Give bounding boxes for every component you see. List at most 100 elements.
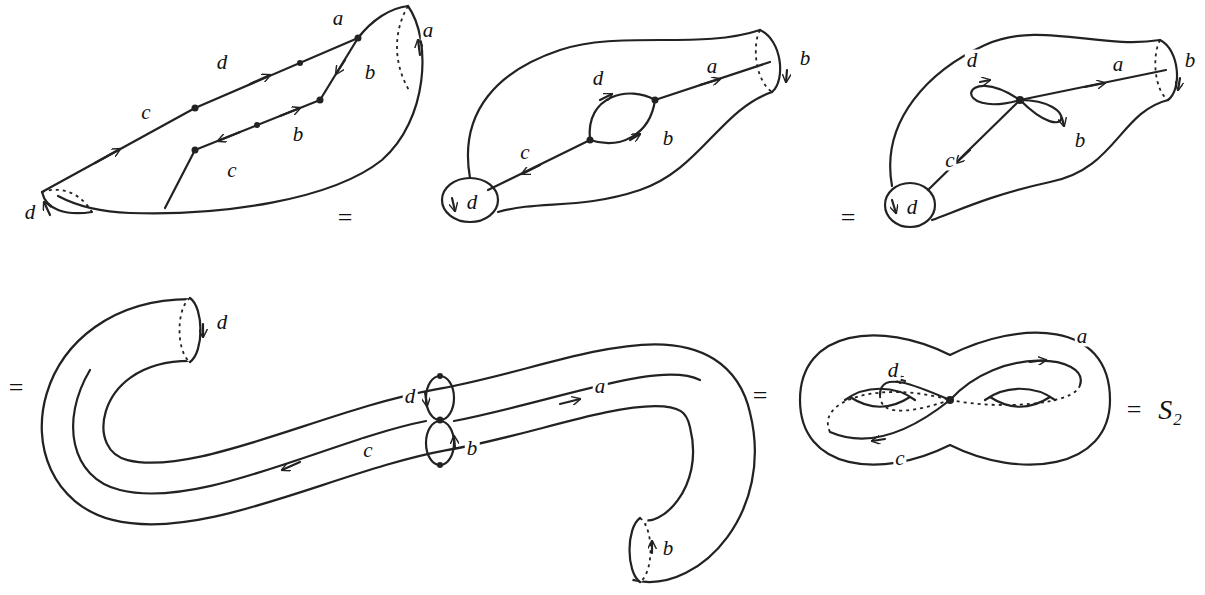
curve-stroke	[282, 462, 300, 470]
curve-stroke	[358, 6, 408, 38]
curve-stroke	[560, 399, 580, 404]
s-tube-figure	[73, 298, 724, 582]
curve-stroke	[468, 30, 760, 178]
curve-stroke	[165, 38, 358, 208]
curve-stroke	[397, 6, 410, 92]
vertex-dot	[297, 60, 303, 66]
curve-stroke	[651, 541, 653, 553]
vertex-dot	[437, 373, 443, 379]
edge-letter: a	[593, 376, 608, 397]
edge-letter: a	[705, 56, 720, 77]
vertex-dot	[437, 417, 444, 424]
boundary-circle	[426, 376, 454, 420]
curve-stroke	[1062, 118, 1064, 126]
equals-sign: =	[1125, 397, 1144, 423]
curve-stroke	[700, 79, 720, 85]
curve-stroke	[336, 60, 345, 74]
genus-two-surface	[800, 333, 1110, 465]
vertex-dot	[192, 147, 199, 154]
curve-stroke	[454, 436, 455, 448]
curve-stroke	[1178, 78, 1180, 90]
curve-stroke	[1030, 360, 1046, 362]
curve-stroke	[73, 330, 724, 551]
edge-letter: b	[798, 48, 813, 69]
equals-sign: =	[751, 383, 770, 409]
curve-stroke	[590, 100, 655, 143]
vertex-dot	[317, 97, 324, 104]
edge-letter: b	[1183, 50, 1198, 71]
edge-letter: c	[943, 150, 956, 171]
edge-letter: c	[518, 142, 531, 163]
curve-stroke	[850, 397, 910, 407]
curve-stroke	[892, 200, 896, 213]
curve-stroke	[932, 100, 1168, 220]
curve-stroke	[42, 190, 92, 212]
curve-stroke	[280, 108, 300, 116]
edge-letter: c	[893, 448, 906, 469]
edge-letter: d	[465, 192, 480, 213]
curve-stroke	[73, 370, 426, 494]
curve-stroke	[498, 92, 772, 212]
curve-stroke	[425, 392, 427, 406]
edge-letter: b	[465, 438, 480, 459]
curve-stroke	[980, 80, 990, 82]
vertex-dot	[587, 137, 594, 144]
vertex-dot	[254, 122, 260, 128]
curve-stroke	[218, 132, 240, 141]
curve-stroke	[830, 400, 950, 438]
vertex-dot	[355, 35, 362, 42]
tube-figure-three	[885, 35, 1180, 227]
curve-stroke	[190, 298, 201, 362]
boundary-circle	[442, 178, 498, 222]
boundary-circle	[179, 298, 201, 362]
curve-stroke	[1085, 83, 1105, 87]
vertex-dot	[1016, 96, 1024, 104]
curve-stroke	[58, 6, 422, 213]
equals-sign: =	[336, 205, 355, 231]
curve-stroke	[418, 40, 420, 55]
curve-stroke	[985, 389, 1055, 400]
edge-letter: d	[965, 50, 980, 71]
edge-letter: a	[1075, 326, 1090, 347]
vertex-dot	[437, 462, 443, 468]
curve-stroke	[42, 192, 92, 213]
edge-letter: d	[905, 197, 920, 218]
edge-letter: b	[291, 124, 306, 145]
curve-stroke	[956, 150, 970, 163]
edge-letter: d	[886, 360, 901, 381]
curve-stroke	[786, 70, 787, 82]
curve-stroke	[971, 86, 1020, 104]
edge-letter: a	[421, 20, 436, 41]
edge-letter: d	[591, 68, 606, 89]
curve-stroke	[928, 100, 1020, 190]
curve-stroke	[488, 140, 590, 190]
edge-letter: d	[23, 202, 38, 223]
edge-letter: b	[363, 62, 378, 83]
tube-figure-two	[442, 30, 787, 222]
boundary-circle	[629, 518, 651, 582]
vertex-dot	[652, 97, 659, 104]
curve-stroke	[44, 202, 50, 215]
edge-letter: d	[403, 386, 418, 407]
curve-stroke	[828, 392, 950, 432]
curve-stroke	[180, 298, 191, 362]
edge-letter: a	[1111, 54, 1126, 75]
curve-stroke	[950, 385, 1080, 405]
curve-stroke	[1020, 70, 1166, 100]
vertex-dot	[192, 105, 199, 112]
edge-letter: d	[215, 312, 230, 333]
edge-letter: c	[361, 440, 374, 461]
surface-name: S₂	[1156, 396, 1184, 424]
edge-letter: c	[139, 102, 152, 123]
curve-stroke	[250, 75, 270, 84]
vertex-dot	[946, 396, 954, 404]
edge-letter: d	[215, 52, 230, 73]
curve-stroke	[522, 165, 540, 174]
curve-stroke	[454, 375, 700, 421]
curve-stroke	[590, 93, 655, 140]
curve-stroke	[630, 518, 641, 582]
curve-stroke	[640, 518, 651, 582]
curve-stroke	[73, 330, 724, 551]
curve-stroke	[202, 324, 204, 337]
curve-stroke	[95, 149, 120, 163]
